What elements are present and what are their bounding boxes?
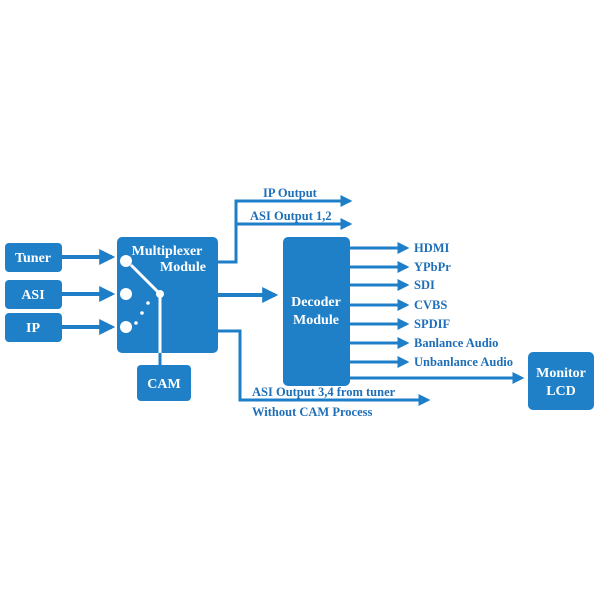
hdmi-label: HDMI <box>414 241 450 255</box>
balance-audio-label: Banlance Audio <box>414 336 498 350</box>
ip-input-block: IP <box>5 313 62 342</box>
sdi-label: SDI <box>414 278 435 292</box>
monitor-lcd-block: Monitor LCD <box>528 352 594 410</box>
cam-block: CAM <box>137 365 191 401</box>
spdif-label: SPDIF <box>414 317 450 331</box>
asi-output-12-label: ASI Output 1,2 <box>250 209 332 223</box>
multiplexer-title: Multiplexer <box>132 244 203 259</box>
unbalance-audio-label: Unbanlance Audio <box>414 355 513 369</box>
monitor-subtitle: LCD <box>546 384 576 399</box>
tuner-input-block: Tuner <box>5 243 62 272</box>
decoder-output-list: HDMI YPbPr SDI CVBS SPDIF Banlance Audio… <box>350 241 513 369</box>
monitor-title: Monitor <box>536 366 586 381</box>
decoder-subtitle: Module <box>293 313 339 328</box>
multiplexer-subtitle: Module <box>160 260 206 275</box>
asi-label: ASI <box>21 288 44 303</box>
switch-dot <box>140 311 144 315</box>
asi-output-34-arrow <box>218 329 431 406</box>
cvbs-label: CVBS <box>414 298 447 312</box>
ip-label: IP <box>26 321 40 336</box>
switch-dot <box>134 321 138 325</box>
tuner-label: Tuner <box>15 251 51 266</box>
cam-label: CAM <box>147 377 180 392</box>
ypbpr-label: YPbPr <box>414 260 451 274</box>
switch-contact-ip <box>120 321 132 333</box>
decoder-title: Decoder <box>291 295 341 310</box>
asi-input-block: ASI <box>5 280 62 309</box>
multiplexer-module: Multiplexer Module <box>117 237 218 358</box>
decoder-module: Decoder Module <box>283 237 350 386</box>
asi-output-34-label: ASI Output 3,4 from tuner <box>252 385 396 399</box>
switch-contact-tuner <box>120 255 132 267</box>
switch-dot <box>146 301 150 305</box>
switch-arm <box>129 263 162 296</box>
ip-output-label: IP Output <box>263 186 318 200</box>
without-cam-label: Without CAM Process <box>252 405 372 419</box>
ip-output-arrow <box>218 195 353 264</box>
switch-contact-asi <box>120 288 132 300</box>
